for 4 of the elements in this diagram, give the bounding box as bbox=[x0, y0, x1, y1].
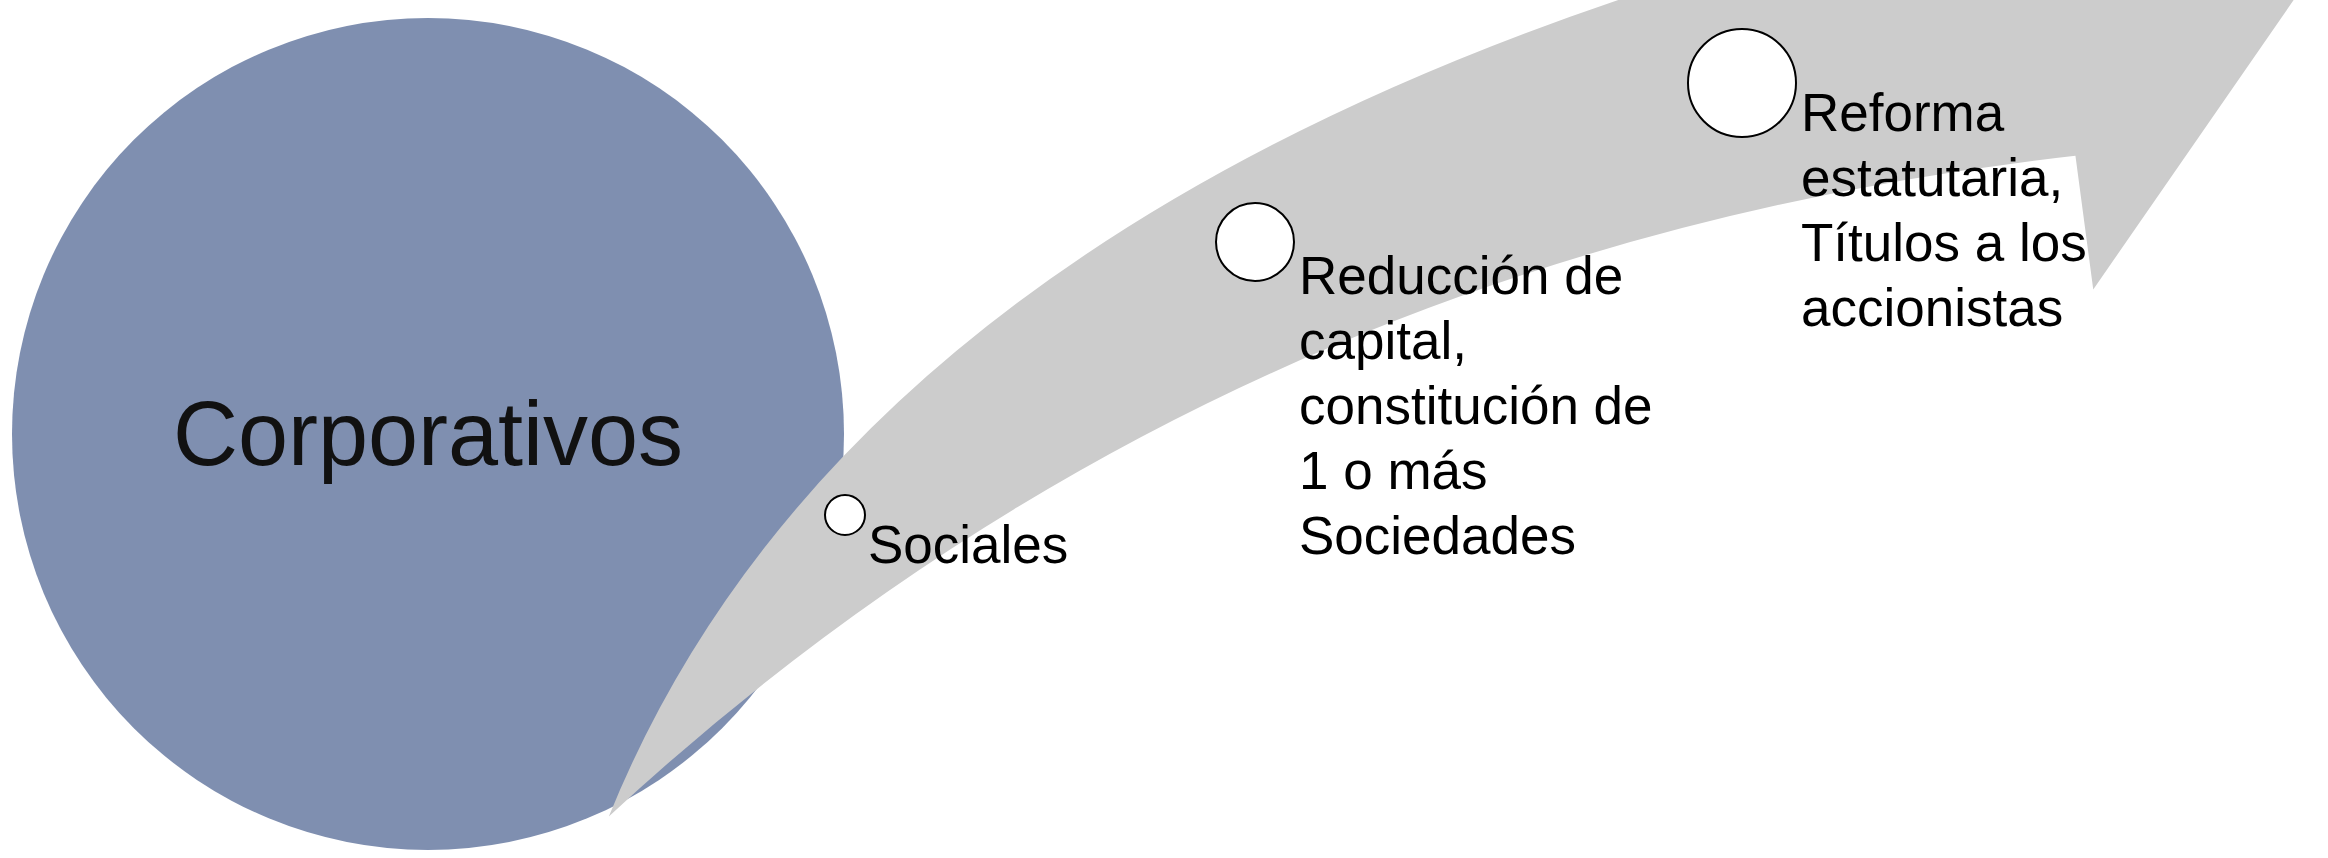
category-title: Corporativos bbox=[171, 383, 685, 486]
step-label: Reducción de capital, constitución de 1 o más Sociedades bbox=[1299, 245, 1654, 567]
step-label: Reforma estatutaria, Títulos a los accionistas bbox=[1801, 82, 2088, 339]
step-label: Sociales bbox=[868, 514, 1070, 576]
